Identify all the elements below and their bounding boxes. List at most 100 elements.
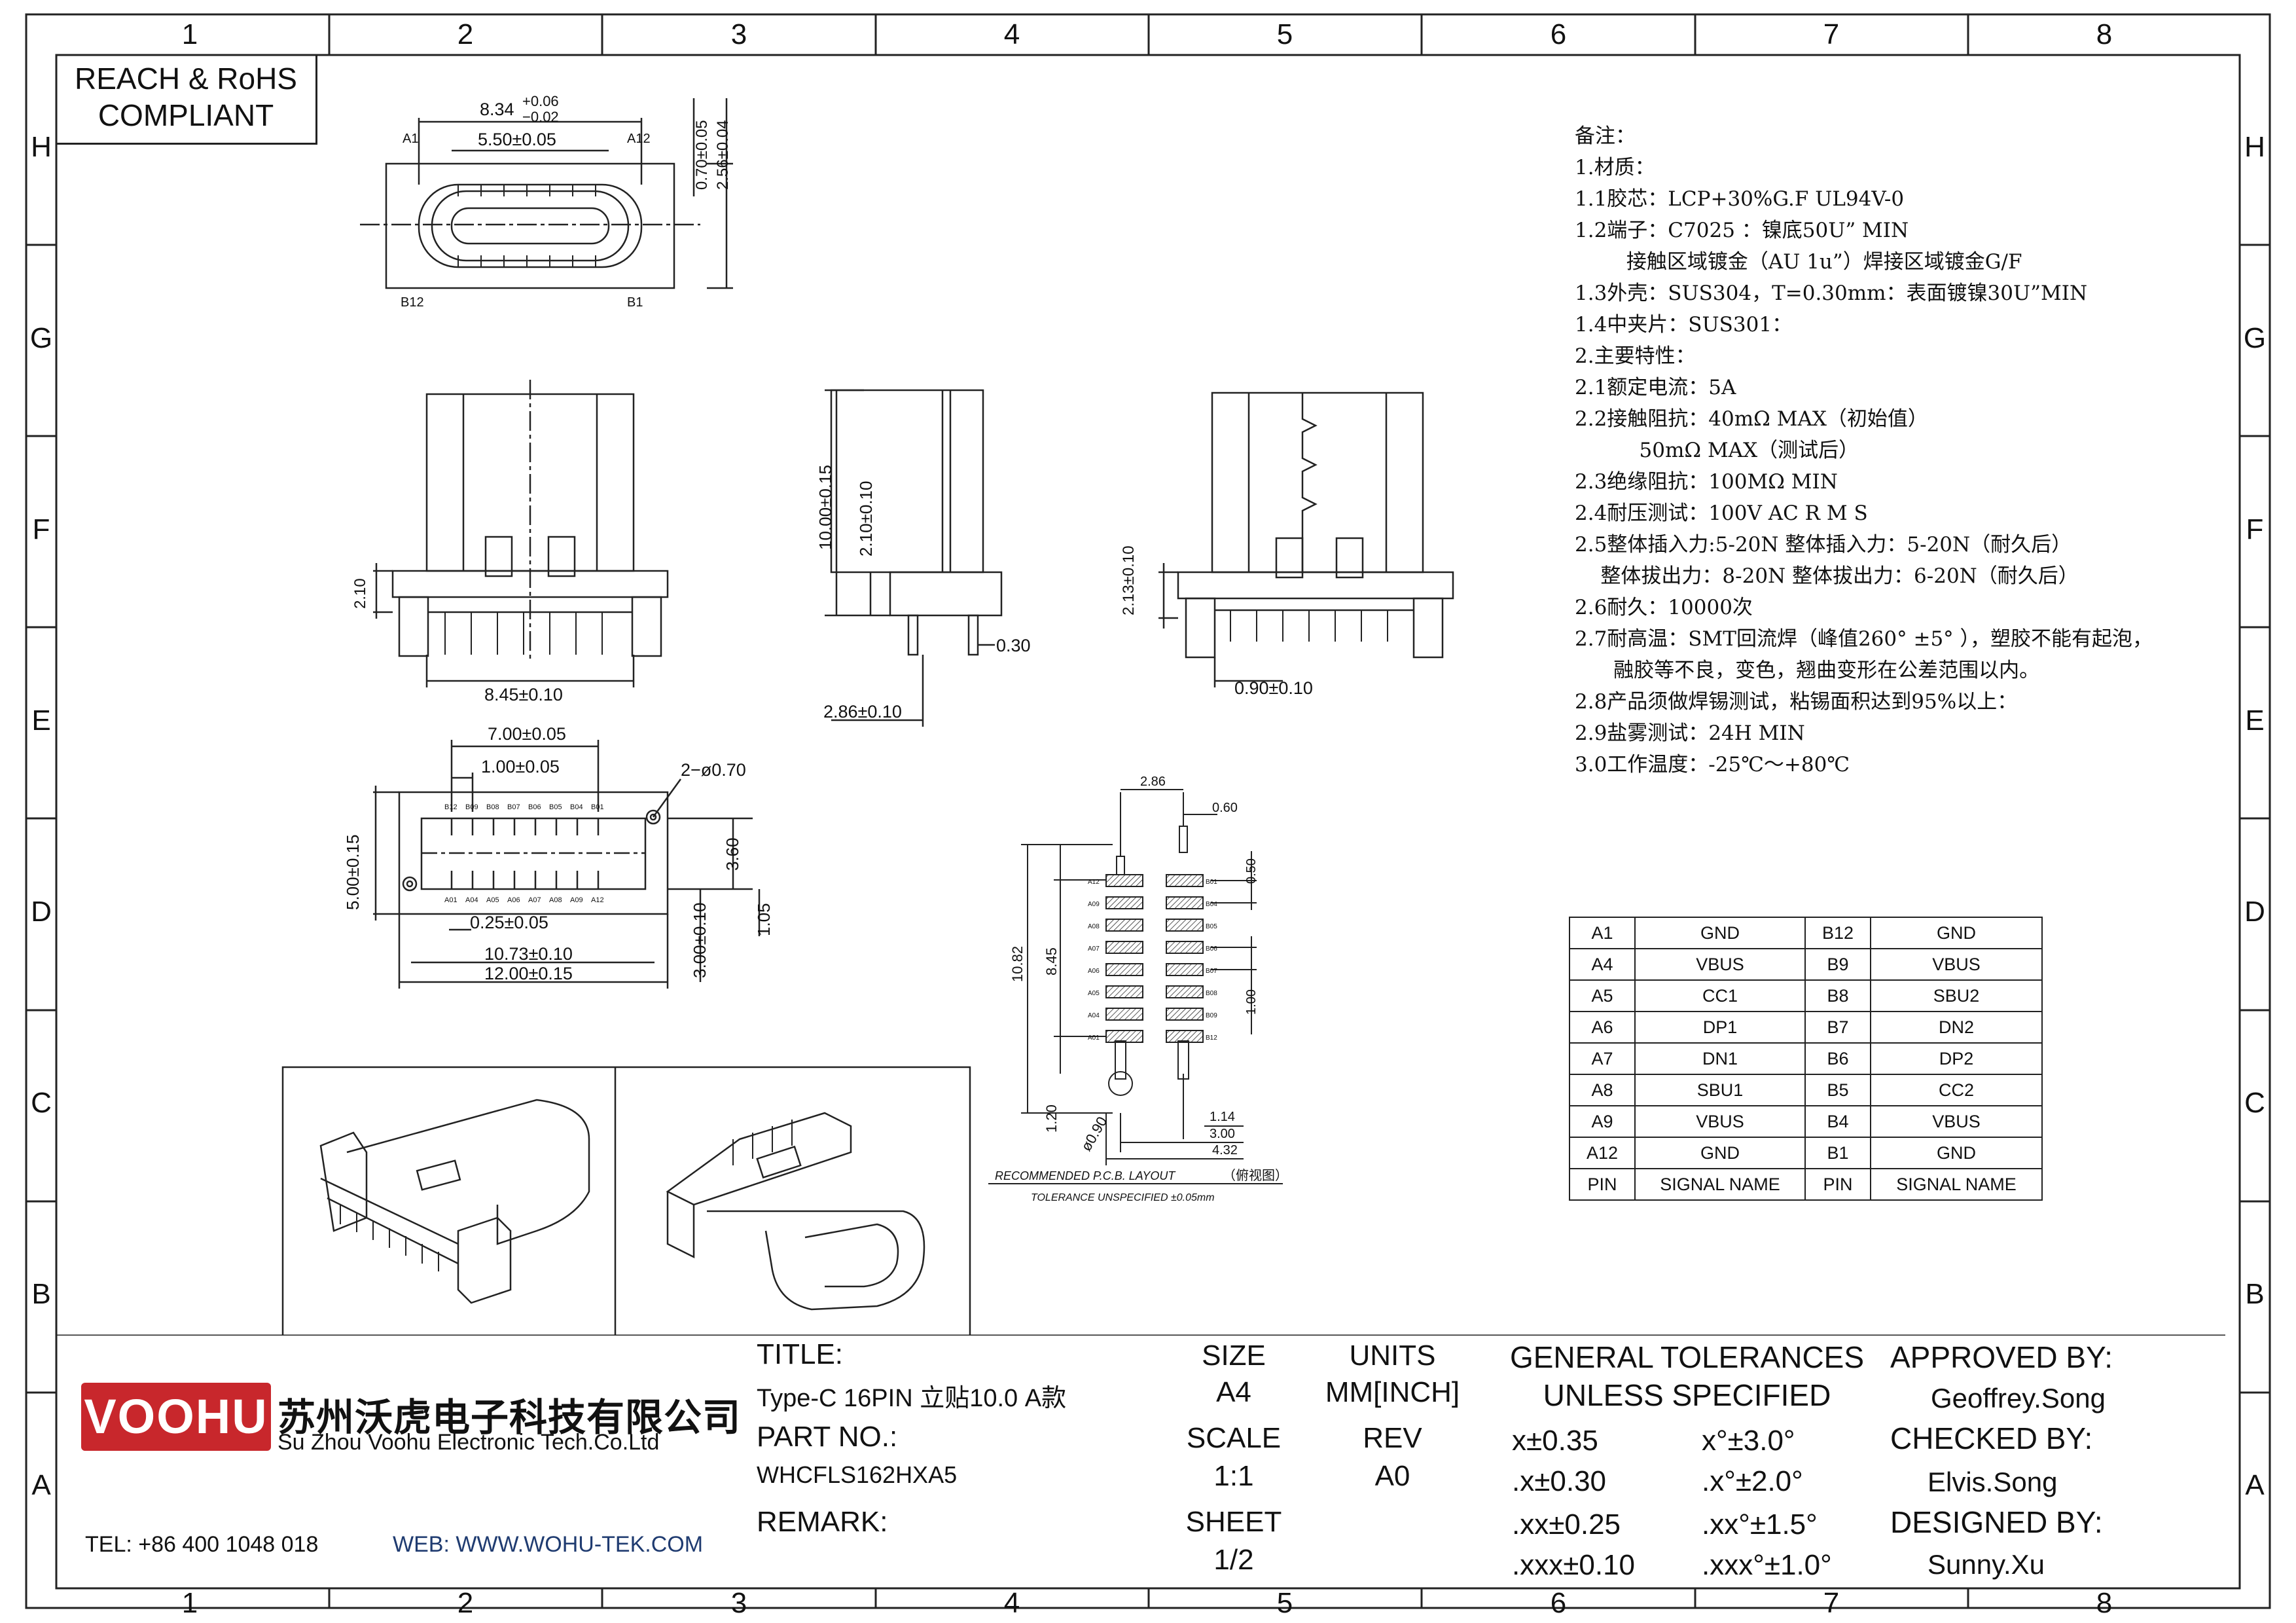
pin-cell: B1 xyxy=(1804,1137,1871,1169)
scale-label: SCALE xyxy=(1186,1422,1282,1454)
col-8-bottom: 8 xyxy=(2096,1587,2113,1619)
signal-cell: GND xyxy=(1870,1137,2043,1169)
pcb-left-pad: A08 xyxy=(1088,923,1100,930)
pcb-left-pad: A09 xyxy=(1088,901,1100,908)
pcb-left-pad: A04 xyxy=(1088,1012,1100,1019)
dim-width-tol-up: +0.06 xyxy=(522,93,559,109)
signal-cell: GND xyxy=(1634,1137,1806,1169)
company-logo: VOOHU xyxy=(81,1383,271,1451)
col-5-bottom: 5 xyxy=(1276,1587,1293,1619)
row-g-right: G xyxy=(2243,322,2267,354)
label-b12: B12 xyxy=(401,295,424,310)
sv1-dim-h: 2.10 xyxy=(351,578,369,609)
signal-cell: CC2 xyxy=(1870,1074,2043,1106)
pcb-dim-l3: 1.20 xyxy=(1043,1104,1060,1133)
pcb-caption-cn: （俯视图） xyxy=(1223,1167,1288,1183)
note-line: 2.8产品须做焊锡测试，粘锡面积达到95%以上： xyxy=(1575,690,2018,714)
row-b-right: B xyxy=(2245,1278,2265,1310)
note-line: 2.2接触阻抗：40mΩ MAX（初始值） xyxy=(1575,407,1928,431)
side-view-1 xyxy=(373,380,669,687)
sheet-label: SHEET xyxy=(1185,1506,1282,1538)
side-view-3-dims: 2.13±0.10 0.90±0.10 xyxy=(1120,545,1313,698)
bv-bottom-pin: A12 xyxy=(591,896,604,904)
tolerance-angular: .xx°±1.5° xyxy=(1702,1508,1818,1541)
tolerance-angular: .x°±2.0° xyxy=(1702,1465,1803,1497)
col-2-top: 2 xyxy=(457,18,474,50)
bv-bottom-pin: A09 xyxy=(570,896,583,904)
rev-label: REV xyxy=(1363,1422,1422,1454)
part-no-label: PART NO.: xyxy=(757,1421,898,1453)
tolerance-angular: x°±3.0° xyxy=(1702,1425,1795,1457)
note-line: 2.1额定电流：5A xyxy=(1575,376,1736,399)
col-7-top: 7 xyxy=(1823,18,1840,50)
pcb-right-pad: B09 xyxy=(1206,1012,1217,1019)
compliance-line2: COMPLIANT xyxy=(98,98,274,132)
side-view-2 xyxy=(825,389,1003,727)
bv-dim-r1: 3.60 xyxy=(723,837,742,871)
row-e-right: E xyxy=(2245,704,2265,737)
pin-cell: B12 xyxy=(1804,917,1871,949)
pcb-right-pad: B07 xyxy=(1206,968,1217,975)
pin-cell: B5 xyxy=(1804,1074,1871,1106)
dim-width: 8.34 xyxy=(480,100,514,119)
bv-top-pin: B05 xyxy=(549,803,562,811)
pin-cell: A8 xyxy=(1569,1074,1636,1106)
pcb-dim-r1: 0.50 xyxy=(1244,858,1259,884)
pcb-caption-tol: TOLERANCE UNSPECIFIED ±0.05mm xyxy=(1031,1192,1215,1203)
row-b-left: B xyxy=(31,1278,51,1310)
scale-value: 1:1 xyxy=(1213,1460,1254,1492)
approved-by-label: APPROVED BY: xyxy=(1890,1340,2113,1374)
note-line: 50mΩ MAX（测试后） xyxy=(1575,439,1859,462)
pcb-caption-en: RECOMMENDED P.C.B. LAYOUT xyxy=(995,1169,1176,1182)
pcb-left-pad: A01 xyxy=(1088,1034,1100,1042)
company-web: WEB: WWW.WOHU-TEK.COM xyxy=(393,1532,704,1557)
dim-h1: 0.70±0.05 xyxy=(693,120,711,190)
header-cell: SIGNAL NAME xyxy=(1634,1168,1806,1201)
checked-by-value: Elvis.Song xyxy=(1928,1467,2058,1497)
signal-cell: GND xyxy=(1870,917,2043,949)
pcb-dim-l1: 10.82 xyxy=(1009,946,1026,982)
title-label: TITLE: xyxy=(757,1338,844,1370)
bv-bottom-pin: A06 xyxy=(507,896,520,904)
signal-cell: VBUS xyxy=(1634,1105,1806,1138)
header-cell: PIN xyxy=(1569,1168,1636,1201)
col-3-top: 3 xyxy=(730,18,747,50)
note-line: 融胶等不良，变色，翘曲变形在公差范围以内。 xyxy=(1575,659,2040,682)
front-view xyxy=(360,98,733,289)
pin-cell: A1 xyxy=(1569,917,1636,949)
bv-dim-r2: 1.05 xyxy=(754,903,774,936)
pcb-dim-top1: 2.86 xyxy=(1140,775,1166,789)
bv-bottom-pin: A07 xyxy=(528,896,541,904)
note-line: 2.3绝缘阻抗：100MΩ MIN xyxy=(1575,470,1838,494)
sv2-dim-h1: 10.00±0.15 xyxy=(816,465,835,550)
pcb-left-pad: A06 xyxy=(1088,968,1100,975)
signal-cell: SBU1 xyxy=(1634,1074,1806,1106)
col-5-top: 5 xyxy=(1276,18,1293,50)
bottom-view-pin-labels: B12 B09 B08 B07 B06 B05 B04 B01 A01 A04 … xyxy=(444,803,604,904)
header-cell: PIN xyxy=(1804,1168,1871,1201)
tolerance-title-2: UNLESS SPECIFIED xyxy=(1543,1378,1831,1412)
tolerance-linear: .x±0.30 xyxy=(1512,1465,1607,1497)
note-line: 1.2端子：C7025 ：镍底50U” MIN xyxy=(1575,219,1909,242)
label-b1: B1 xyxy=(627,295,643,310)
pin-cell: A7 xyxy=(1569,1042,1636,1075)
signal-cell: DP2 xyxy=(1870,1042,2043,1075)
col-1-bottom: 1 xyxy=(181,1587,198,1619)
sheet-value: 1/2 xyxy=(1213,1544,1254,1576)
company-tel: TEL: +86 400 1048 018 xyxy=(85,1532,319,1557)
bv-bottom-pin: A08 xyxy=(549,896,562,904)
sv1-dim-w: 8.45±0.10 xyxy=(484,685,563,704)
pin-cell: B9 xyxy=(1804,948,1871,981)
pcb-right-pad: B04 xyxy=(1206,901,1217,908)
bv-dim-w1: 10.73±0.10 xyxy=(484,944,573,964)
row-f-left: F xyxy=(32,513,50,545)
row-f-right: F xyxy=(2246,513,2264,545)
bv-top-pin: B06 xyxy=(528,803,541,811)
